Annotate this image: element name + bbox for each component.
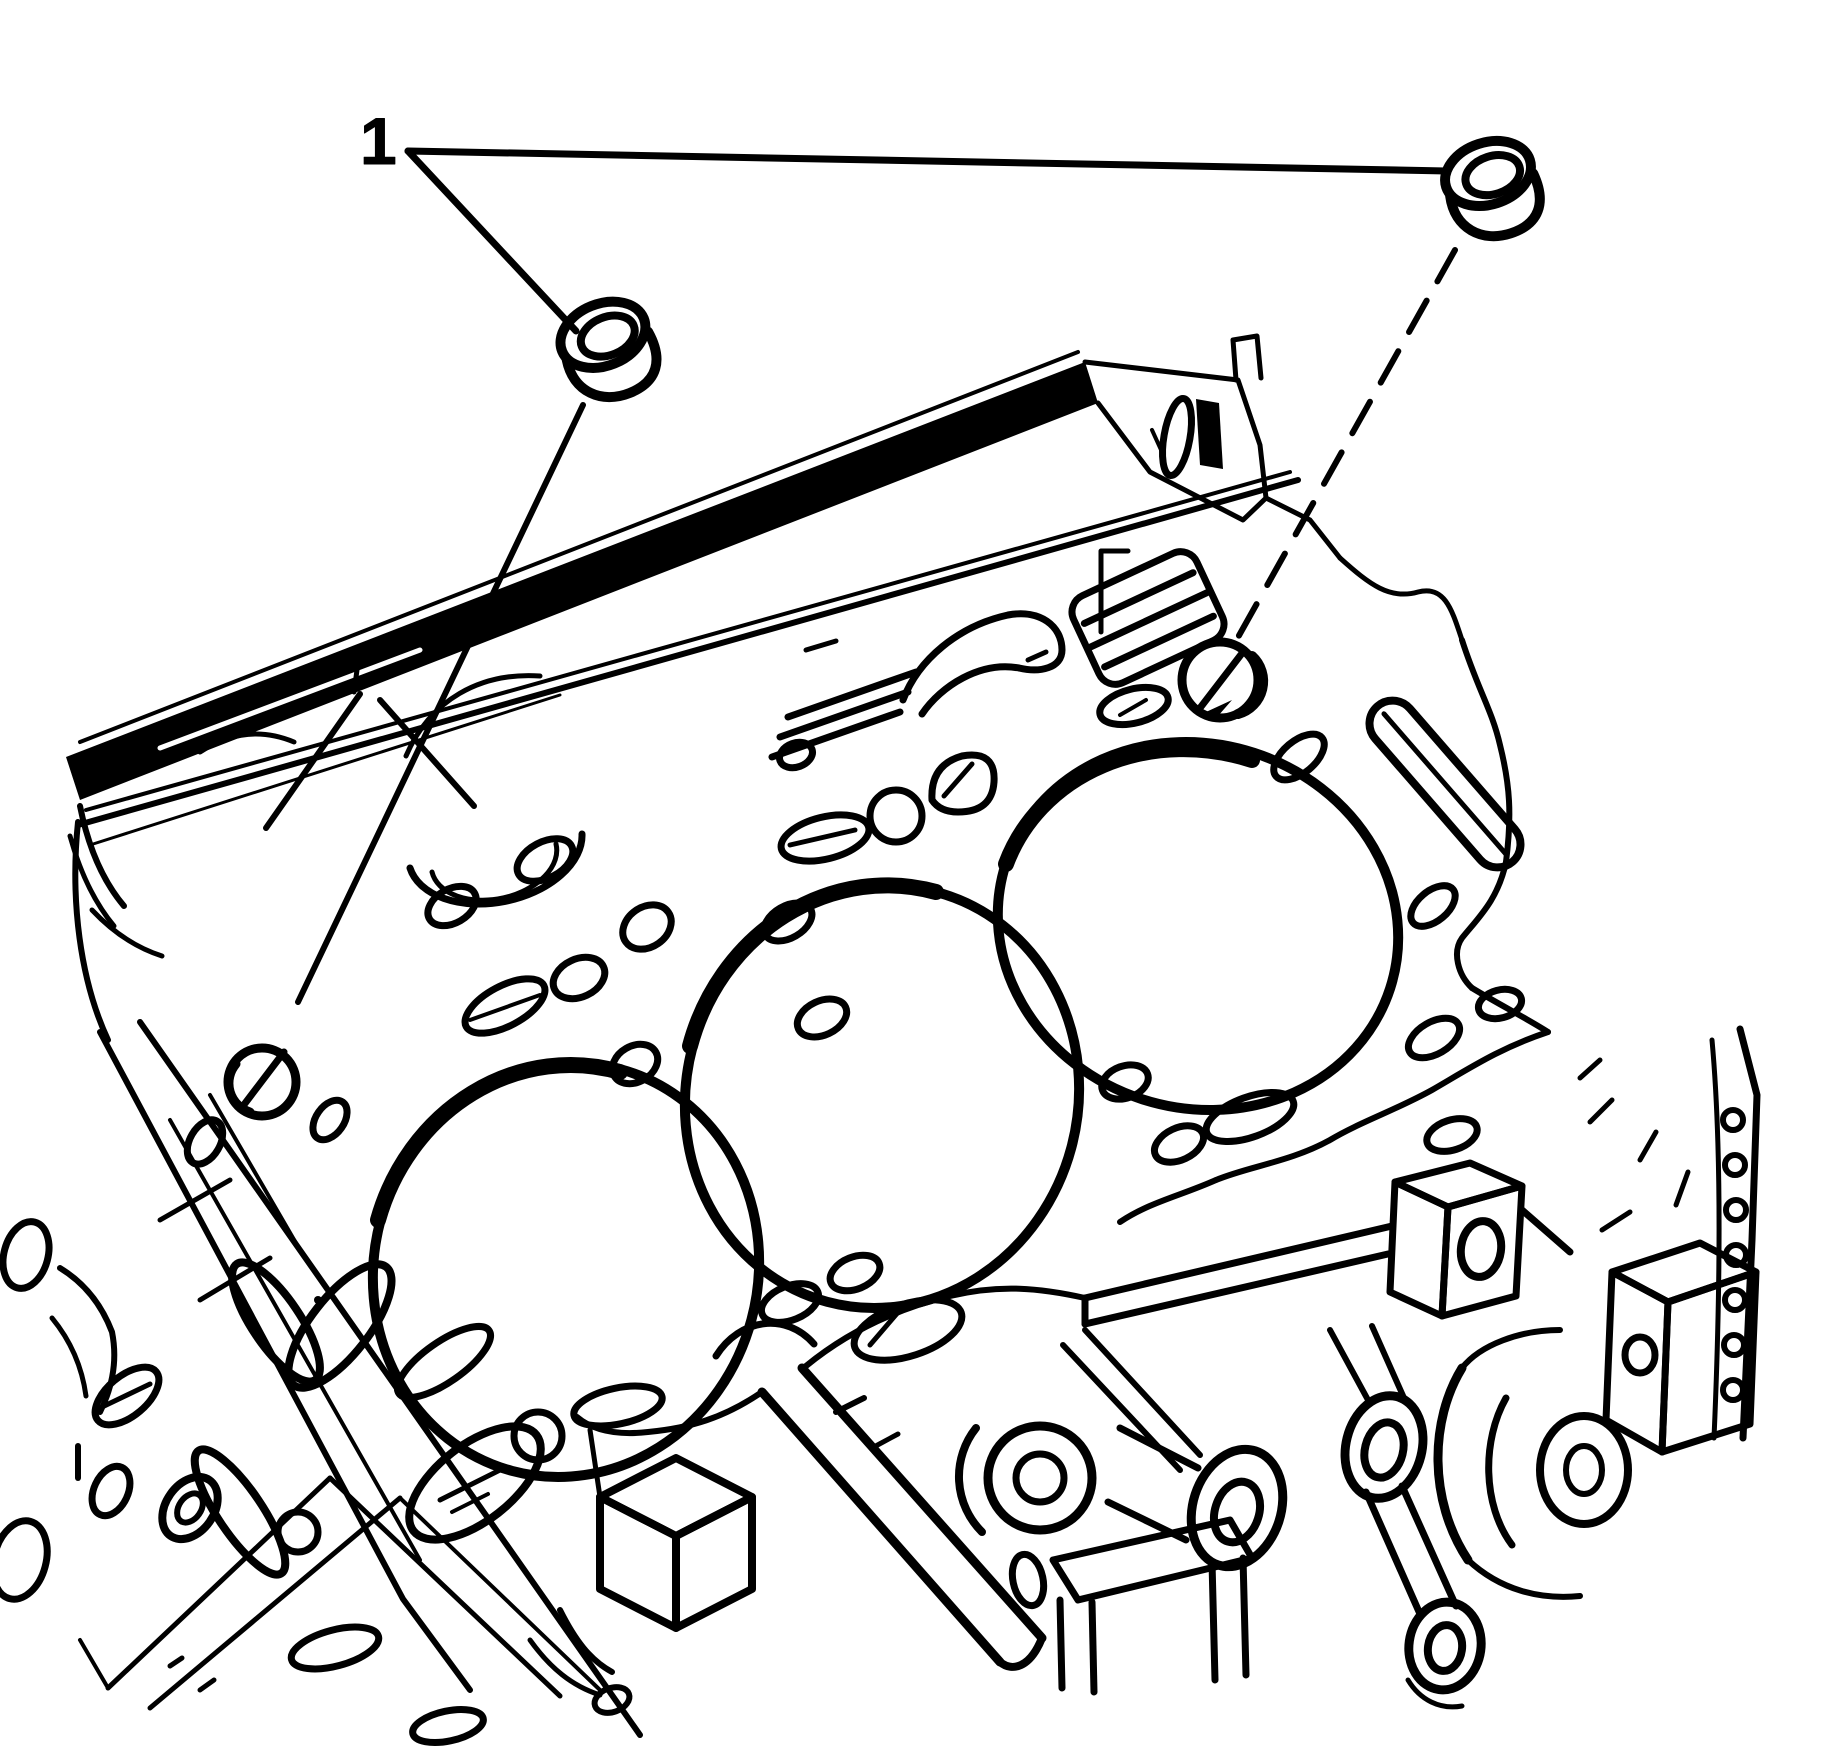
leader-line-to-right-plug (404, 147, 1451, 175)
plug-rim-outer (1440, 136, 1536, 211)
callout-number-label: 1 (360, 104, 397, 178)
block-right-edge (1117, 637, 1551, 1225)
round-boss (955, 1421, 1097, 1610)
bracket-plate (1049, 1516, 1256, 1696)
mount-ear-2 (1340, 1391, 1428, 1503)
coolant-hump (899, 610, 1066, 718)
mount-beam-and-lug (1060, 1159, 1574, 1473)
mount-ear-1 (1186, 1444, 1288, 1572)
mount-ear-3 (1404, 1597, 1486, 1695)
plug-hole-right (1177, 637, 1269, 723)
plug-rim-inner (1461, 151, 1525, 200)
cube-boss (527, 1454, 756, 1716)
cylinder-bores (367, 736, 1404, 1482)
front-left-ribs (0, 1019, 666, 1746)
cylinder-bore-3 (992, 736, 1404, 1116)
lifter-valley (67, 645, 586, 1043)
front-cover-arm (574, 1285, 1088, 1671)
hatched-pad (1068, 548, 1228, 688)
plug-rim-outer (555, 296, 651, 373)
cup-plug-left (555, 296, 662, 402)
right-end-machinery (1433, 1025, 1761, 1600)
casting-marks (803, 548, 1131, 653)
deck-near-rail (75, 470, 1301, 847)
callout-group: 1 (360, 104, 1451, 335)
install-line-right-plug-dashed (1229, 247, 1458, 651)
gasket-face-holes (183, 610, 1526, 1168)
deck-far-rail (66, 350, 1098, 800)
cylinder-bore-1 (367, 1058, 765, 1482)
leader-line-to-left-plug (404, 147, 580, 335)
mount-ears (1104, 1323, 1486, 1710)
plug-hole-left (223, 1043, 301, 1121)
head-bolt-slot (1365, 696, 1525, 872)
cup-plug-right (1440, 136, 1545, 242)
cylinder-bore-2 (679, 881, 1085, 1313)
deck-corner-bracket (1082, 333, 1465, 643)
install-line-left-plug (295, 402, 586, 1005)
cylinder-liner-arc (406, 830, 586, 908)
